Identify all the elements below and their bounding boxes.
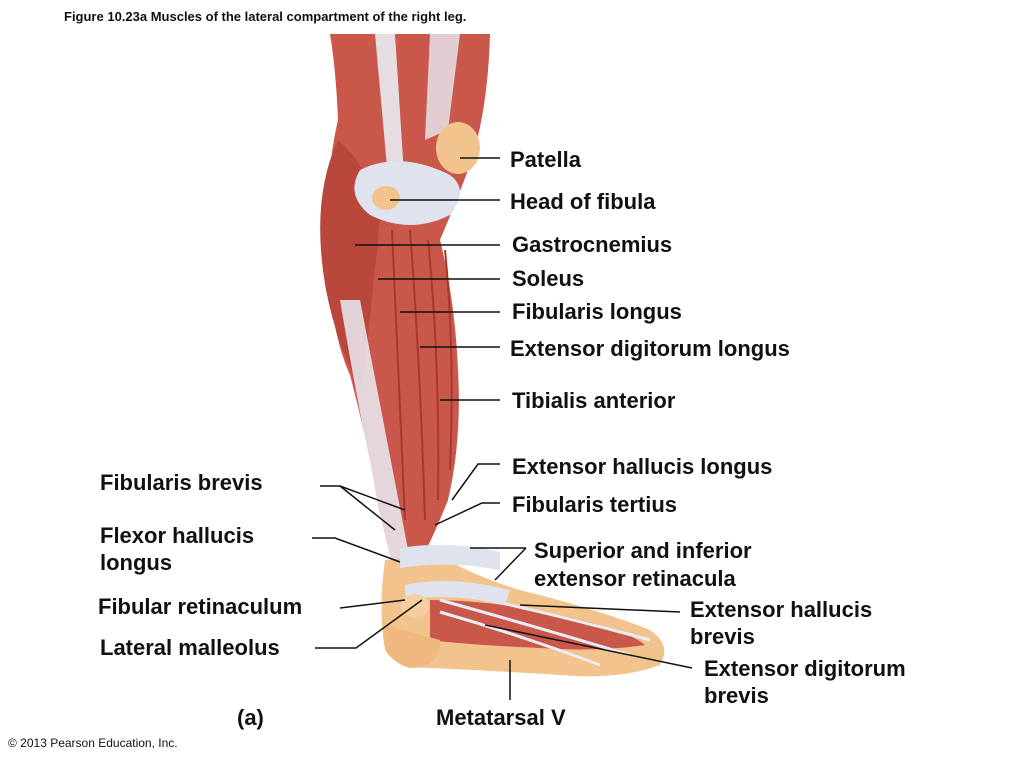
copyright-notice: © 2013 Pearson Education, Inc. bbox=[8, 736, 178, 750]
label-fibular-retinaculum: Fibular retinaculum bbox=[98, 594, 303, 619]
label-extensor-hallucis-brevis-line2: brevis bbox=[690, 624, 755, 649]
label-fibularis-brevis: Fibularis brevis bbox=[100, 470, 263, 495]
thigh-tendon-2 bbox=[425, 34, 460, 140]
label-head-of-fibula: Head of fibula bbox=[510, 189, 656, 214]
panel-letter: (a) bbox=[237, 705, 264, 730]
label-soleus: Soleus bbox=[512, 266, 585, 291]
figure-caption: Figure 10.23a Muscles of the lateral com… bbox=[64, 9, 467, 24]
label-tibialis-anterior: Tibialis anterior bbox=[512, 388, 676, 413]
label-fibularis-tertius: Fibularis tertius bbox=[512, 492, 678, 517]
label-gastrocnemius: Gastrocnemius bbox=[512, 232, 673, 257]
label-retinacula-line2: extensor retinacula bbox=[534, 566, 736, 591]
label-extensor-digitorum-brevis-line1: Extensor digitorum bbox=[704, 656, 906, 681]
label-extensor-hallucis-longus: Extensor hallucis longus bbox=[512, 454, 773, 479]
label-flexor-hallucis-longus-line2: longus bbox=[100, 550, 173, 575]
fibula-head-bone bbox=[372, 186, 400, 210]
label-lateral-malleolus: Lateral malleolus bbox=[100, 635, 280, 660]
heel-shape bbox=[384, 625, 440, 668]
label-extensor-hallucis-brevis-line1: Extensor hallucis bbox=[690, 597, 873, 622]
label-metatarsal-v: Metatarsal V bbox=[436, 705, 566, 730]
label-retinacula-line1: Superior and inferior bbox=[534, 538, 752, 563]
leg-tendon bbox=[340, 300, 410, 560]
label-extensor-digitorum-longus: Extensor digitorum longus bbox=[510, 336, 790, 361]
label-fibularis-longus: Fibularis longus bbox=[512, 299, 682, 324]
patella-bone bbox=[436, 122, 480, 174]
retinacula-bands bbox=[400, 544, 500, 570]
label-patella: Patella bbox=[510, 147, 581, 172]
retinacula-bands-2 bbox=[405, 581, 510, 605]
label-extensor-digitorum-brevis-line2: brevis bbox=[704, 683, 769, 708]
label-flexor-hallucis-longus-line1: Flexor hallucis bbox=[100, 523, 255, 548]
thigh-tendon bbox=[375, 34, 405, 200]
muscle-fibers bbox=[391, 229, 453, 521]
leader-lines bbox=[312, 157, 693, 700]
